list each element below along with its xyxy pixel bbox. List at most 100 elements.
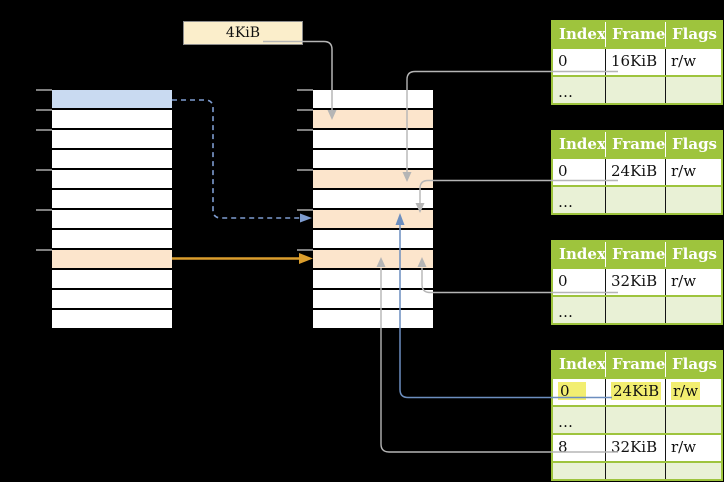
physical-memory-frame-row xyxy=(313,170,433,188)
physical-memory-frame-row xyxy=(313,90,433,108)
cell-flags xyxy=(666,407,718,433)
cell-index: … xyxy=(553,297,606,323)
cell-index: 8 xyxy=(553,435,606,461)
cell-frame xyxy=(606,77,666,103)
virtual-memory-page-row xyxy=(52,270,172,288)
cell-flags: r/w xyxy=(671,52,697,70)
cell-index: 0 xyxy=(553,49,606,75)
page-table-ellipsis-row: … xyxy=(553,295,721,323)
page-table-ellipsis-row: … xyxy=(553,75,721,103)
virtual-memory-page-row xyxy=(52,170,172,188)
page-table-ellipsis-row: … xyxy=(553,185,721,213)
column-header-frame: Frame xyxy=(606,132,666,157)
column-header-index: Index xyxy=(553,352,606,377)
page-table-2: Index Frame Flags 0 24KiB r/w … xyxy=(551,130,723,215)
cell-flags xyxy=(666,187,718,213)
cell-index: 0 xyxy=(553,159,606,185)
page-table-3: Index Frame Flags 0 32KiB r/w … xyxy=(551,240,723,325)
page-table-entry-row: 8 32KiB r/w xyxy=(553,433,721,461)
address-tick xyxy=(297,129,313,131)
physical-memory-frame-row xyxy=(313,310,433,328)
cell-index: … xyxy=(553,77,606,103)
page-table-header: Index Frame Flags xyxy=(553,242,721,267)
highlight-mark: 24KiB xyxy=(611,382,662,400)
cell-frame: 16KiB xyxy=(606,49,666,75)
physical-memory-table xyxy=(313,90,433,328)
cell-frame: 32KiB xyxy=(606,269,666,295)
page-table-header: Index Frame Flags xyxy=(553,132,721,157)
page-table-entry-row: 0 24KiB r/w xyxy=(553,157,721,185)
virtual-memory-page-row xyxy=(52,290,172,308)
virtual-memory-table xyxy=(52,90,172,328)
highlight-mark: 0 xyxy=(558,382,586,400)
physical-memory-frame-row xyxy=(313,190,433,208)
address-tick xyxy=(36,209,52,211)
cell-frame: 24KiB xyxy=(606,159,666,185)
cell-frame xyxy=(606,297,666,323)
virtual-memory-page-row xyxy=(52,210,172,228)
cell-frame xyxy=(606,463,666,479)
page-table-1: Index Frame Flags 0 16KiB r/w … xyxy=(551,20,723,105)
column-header-index: Index xyxy=(553,242,606,267)
column-header-flags: Flags xyxy=(672,355,717,373)
page-table-ellipsis-row: … xyxy=(553,461,721,479)
address-tick xyxy=(36,109,52,111)
physical-memory-frame-row xyxy=(313,250,433,268)
virtual-memory-page-row xyxy=(52,310,172,328)
column-header-flags: Flags xyxy=(672,245,717,263)
cell-index: … xyxy=(553,407,606,433)
page-table-header: Index Frame Flags xyxy=(553,22,721,47)
physical-memory-frame-row xyxy=(313,290,433,308)
cell-index: 0 xyxy=(553,269,606,295)
address-tick xyxy=(36,169,52,171)
page-table-ellipsis-row: … xyxy=(553,405,721,433)
column-header-index: Index xyxy=(553,22,606,47)
cell-flags: r/w xyxy=(671,162,697,180)
arrow-virtual-page8-translation xyxy=(172,253,313,264)
page-table-header: Index Frame Flags xyxy=(553,352,721,377)
physical-memory-frame-row xyxy=(313,270,433,288)
cell-flags: r/w xyxy=(671,438,697,456)
arrow-virtual-page0-translation xyxy=(172,99,312,223)
cell-frame xyxy=(606,187,666,213)
column-header-flags: Flags xyxy=(672,25,717,43)
physical-memory-frame-row xyxy=(313,130,433,148)
cell-flags xyxy=(666,297,718,323)
page-table-entry-row-highlighted: 0 24KiB r/w xyxy=(553,377,721,405)
column-header-frame: Frame xyxy=(606,242,666,267)
cell-flags xyxy=(666,463,718,479)
virtual-memory-page-row xyxy=(52,110,172,128)
address-tick xyxy=(297,209,313,211)
address-tick xyxy=(36,89,52,91)
column-header-index: Index xyxy=(553,132,606,157)
address-tick xyxy=(297,169,313,171)
virtual-memory-page-row xyxy=(52,230,172,248)
cell-flags: r/w xyxy=(671,272,697,290)
cell-index: … xyxy=(553,463,606,479)
column-header-frame: Frame xyxy=(606,22,666,47)
cell-frame: 24KiB xyxy=(606,379,666,405)
physical-memory-frame-row xyxy=(313,110,433,128)
column-header-flags: Flags xyxy=(672,135,717,153)
virtual-memory-page-row xyxy=(52,90,172,108)
address-tick xyxy=(297,249,313,251)
cell-index: … xyxy=(553,187,606,213)
address-tick xyxy=(36,129,52,131)
physical-memory-frame-row xyxy=(313,210,433,228)
address-tick xyxy=(36,249,52,251)
cell-frame: 32KiB xyxy=(606,435,666,461)
page-size-label: 4KiB xyxy=(183,21,303,45)
page-table-entry-row: 0 16KiB r/w xyxy=(553,47,721,75)
virtual-memory-page-row xyxy=(52,190,172,208)
page-table-entry-row: 0 32KiB r/w xyxy=(553,267,721,295)
virtual-memory-page-row xyxy=(52,130,172,148)
address-tick xyxy=(297,109,313,111)
cell-index: 0 xyxy=(553,379,606,405)
address-tick xyxy=(297,89,313,91)
cell-flags xyxy=(666,77,718,103)
column-header-frame: Frame xyxy=(606,352,666,377)
page-table-4: Index Frame Flags 0 24KiB r/w … 8 32KiB … xyxy=(551,350,723,481)
highlight-mark: r/w xyxy=(671,382,701,400)
virtual-memory-page-row xyxy=(52,250,172,268)
